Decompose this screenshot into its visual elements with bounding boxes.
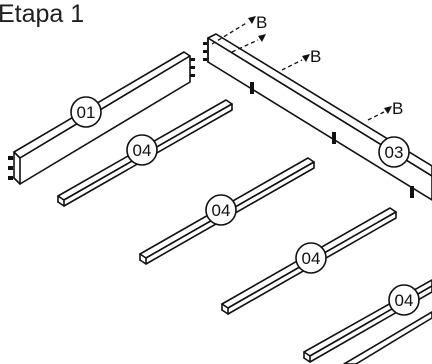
screw-group-right: B bbox=[367, 99, 403, 121]
part-number-03: 03 bbox=[385, 143, 404, 162]
dowel-mark bbox=[190, 74, 195, 77]
slat-slot bbox=[410, 186, 414, 198]
hardware-label-b: B bbox=[392, 99, 403, 118]
dowel-mark bbox=[203, 58, 207, 61]
part-number-04: 04 bbox=[212, 201, 231, 220]
screw-group-top: B bbox=[211, 13, 267, 53]
part-number-01: 01 bbox=[77, 103, 96, 122]
dowel-mark bbox=[203, 50, 207, 53]
screw-icon bbox=[248, 16, 256, 24]
slat-slot bbox=[250, 82, 254, 94]
slat-slot bbox=[332, 132, 336, 144]
hardware-label-b: B bbox=[310, 47, 321, 66]
callout-04-b: 04 bbox=[205, 194, 237, 226]
screw-group-mid: B bbox=[281, 47, 321, 71]
dowel-mark bbox=[8, 166, 13, 170]
callout-04-d: 04 bbox=[388, 284, 420, 316]
screw-icon bbox=[302, 54, 310, 62]
dowel-mark bbox=[8, 176, 13, 180]
dowel-mark bbox=[190, 66, 195, 69]
screw-icon bbox=[384, 106, 392, 114]
callout-04-a: 04 bbox=[126, 134, 158, 166]
hardware-label-b: B bbox=[256, 13, 267, 32]
screw-icon bbox=[258, 34, 266, 42]
callout-03: 03 bbox=[378, 136, 410, 168]
dowel-mark bbox=[190, 58, 195, 61]
slat-04-e bbox=[343, 311, 432, 364]
part-number-04: 04 bbox=[302, 249, 321, 268]
dowel-mark bbox=[8, 156, 13, 160]
back-panel-03 bbox=[203, 33, 432, 201]
part-number-04: 04 bbox=[133, 141, 152, 160]
side-panel-01 bbox=[8, 51, 195, 185]
dowel-mark bbox=[203, 42, 207, 45]
part-number-04: 04 bbox=[395, 291, 414, 310]
step-title: Etapa 1 bbox=[0, 0, 84, 28]
callout-01: 01 bbox=[70, 96, 102, 128]
callout-04-c: 04 bbox=[295, 242, 327, 274]
